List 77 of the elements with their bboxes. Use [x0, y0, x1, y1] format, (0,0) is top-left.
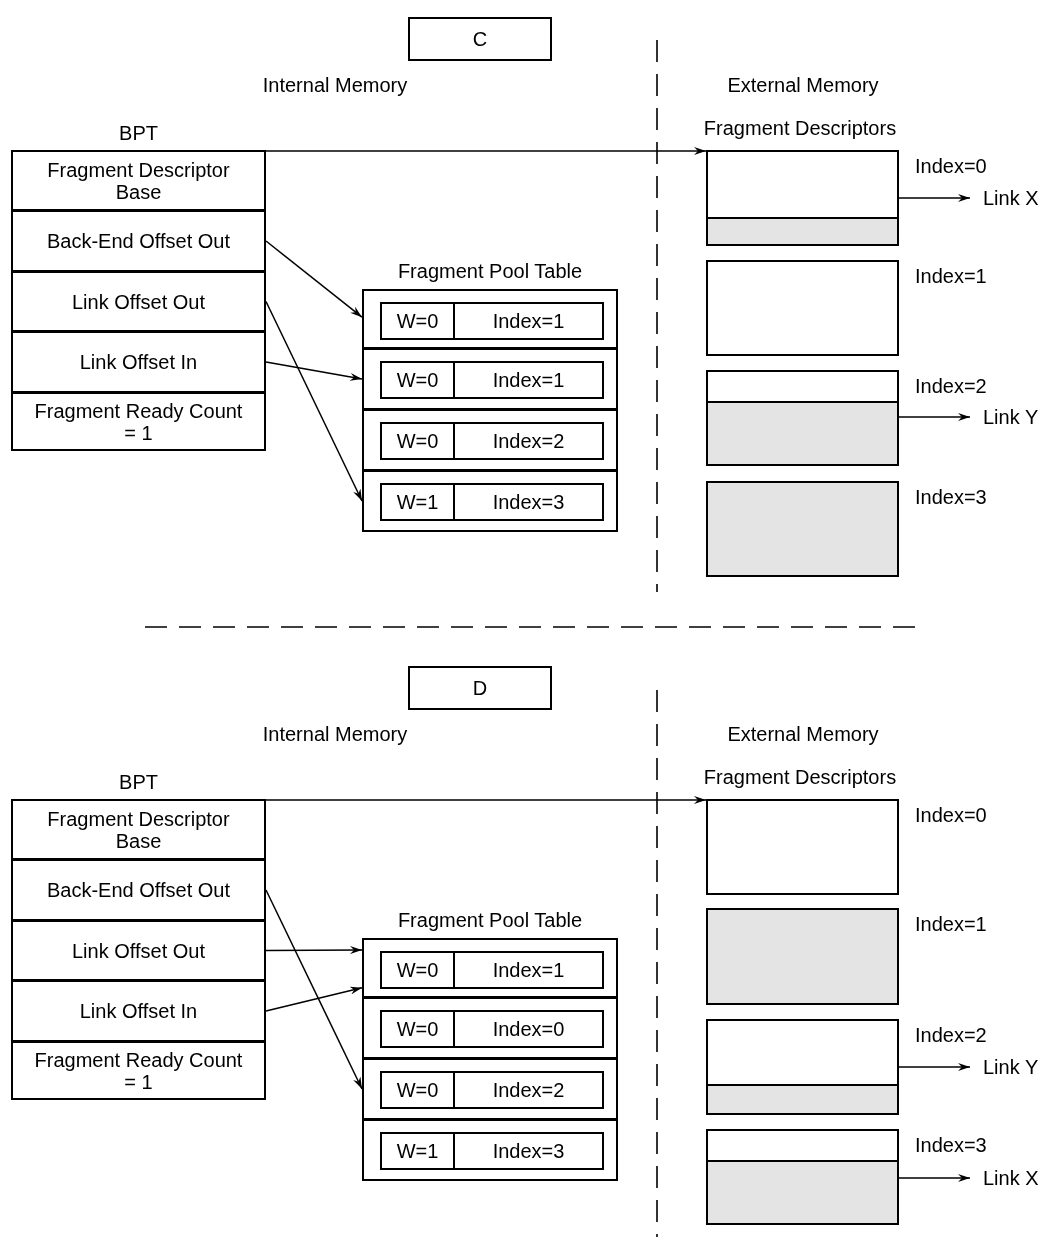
arrow — [265, 147, 707, 155]
descriptor-block — [706, 481, 899, 577]
table-title: BPT — [118, 770, 159, 795]
pool-table-row — [362, 1058, 618, 1120]
index-label: Index=2 — [915, 1024, 987, 1047]
table-cell: Index=1 — [453, 361, 604, 399]
table-cell: Index=1 — [453, 951, 604, 989]
pool-table-row — [362, 348, 618, 410]
table-title: BPT — [118, 121, 159, 146]
arrow — [898, 413, 971, 421]
table-row: Back-End Offset Out — [11, 210, 266, 272]
table-cell: Index=0 — [453, 1010, 604, 1048]
index-label: Index=0 — [915, 155, 987, 178]
index-label: Index=3 — [915, 486, 987, 509]
index-label: Index=1 — [915, 913, 987, 936]
link-label: Link Y — [970, 403, 1050, 431]
table-cell: Index=1 — [453, 302, 604, 340]
arrow — [265, 240, 363, 318]
index-label: Index=3 — [915, 1134, 987, 1157]
pool-table-row — [362, 289, 618, 349]
table-cell: W=0 — [380, 951, 455, 989]
table-title: Fragment Pool Table — [396, 907, 584, 933]
arrow — [265, 361, 363, 381]
link-label: Link X — [970, 184, 1050, 212]
descriptor-block — [706, 799, 899, 895]
pool-table-row — [362, 409, 618, 471]
section-label: Internal Memory — [262, 723, 408, 746]
panel-label: C — [408, 17, 552, 61]
table-title: Fragment Pool Table — [396, 258, 584, 284]
section-label: External Memory — [727, 74, 879, 97]
table-row: Back-End Offset Out — [11, 859, 266, 921]
table-row: Link Offset In — [11, 980, 266, 1042]
pool-table-row — [362, 938, 618, 998]
table-cell: Index=3 — [453, 1132, 604, 1170]
section-label: Fragment Descriptors — [703, 766, 897, 789]
descriptor-block — [706, 908, 899, 1005]
table-row: Fragment Descriptor Base — [11, 799, 266, 860]
table-cell: W=1 — [380, 483, 455, 521]
index-label: Index=0 — [915, 804, 987, 827]
table-cell: Index=2 — [453, 1071, 604, 1109]
section-label: Internal Memory — [262, 74, 408, 97]
table-cell: W=0 — [380, 361, 455, 399]
table-cell: W=0 — [380, 1071, 455, 1109]
pool-table-row — [362, 997, 618, 1059]
table-row: Fragment Ready Count = 1 — [11, 1041, 266, 1100]
table-cell: W=1 — [380, 1132, 455, 1170]
descriptor-block — [706, 1019, 899, 1115]
descriptor-block — [706, 150, 899, 246]
index-label: Index=1 — [915, 265, 987, 288]
index-label: Index=2 — [915, 375, 987, 398]
arrow — [898, 1174, 971, 1182]
section-label: Fragment Descriptors — [703, 117, 897, 140]
pool-table-row — [362, 470, 618, 532]
table-row: Fragment Descriptor Base — [11, 150, 266, 211]
table-cell: Index=2 — [453, 422, 604, 460]
table-cell: Index=3 — [453, 483, 604, 521]
pool-table-row — [362, 1119, 618, 1181]
arrow — [265, 986, 363, 1012]
panel-label: D — [408, 666, 552, 710]
table-row: Fragment Ready Count = 1 — [11, 392, 266, 451]
section-label: External Memory — [727, 723, 879, 746]
table-row: Link Offset Out — [11, 920, 266, 981]
link-label: Link X — [970, 1164, 1050, 1192]
table-row: Link Offset Out — [11, 271, 266, 332]
arrow — [898, 1063, 971, 1071]
descriptor-block — [706, 370, 899, 466]
descriptor-block — [706, 260, 899, 356]
table-cell: W=0 — [380, 422, 455, 460]
link-label: Link Y — [970, 1053, 1050, 1081]
table-cell: W=0 — [380, 1010, 455, 1048]
arrow — [265, 796, 707, 804]
arrow — [265, 889, 363, 1090]
arrow — [265, 946, 363, 955]
arrow — [898, 194, 971, 202]
table-cell: W=0 — [380, 302, 455, 340]
table-row: Link Offset In — [11, 331, 266, 393]
descriptor-block — [706, 1129, 899, 1225]
